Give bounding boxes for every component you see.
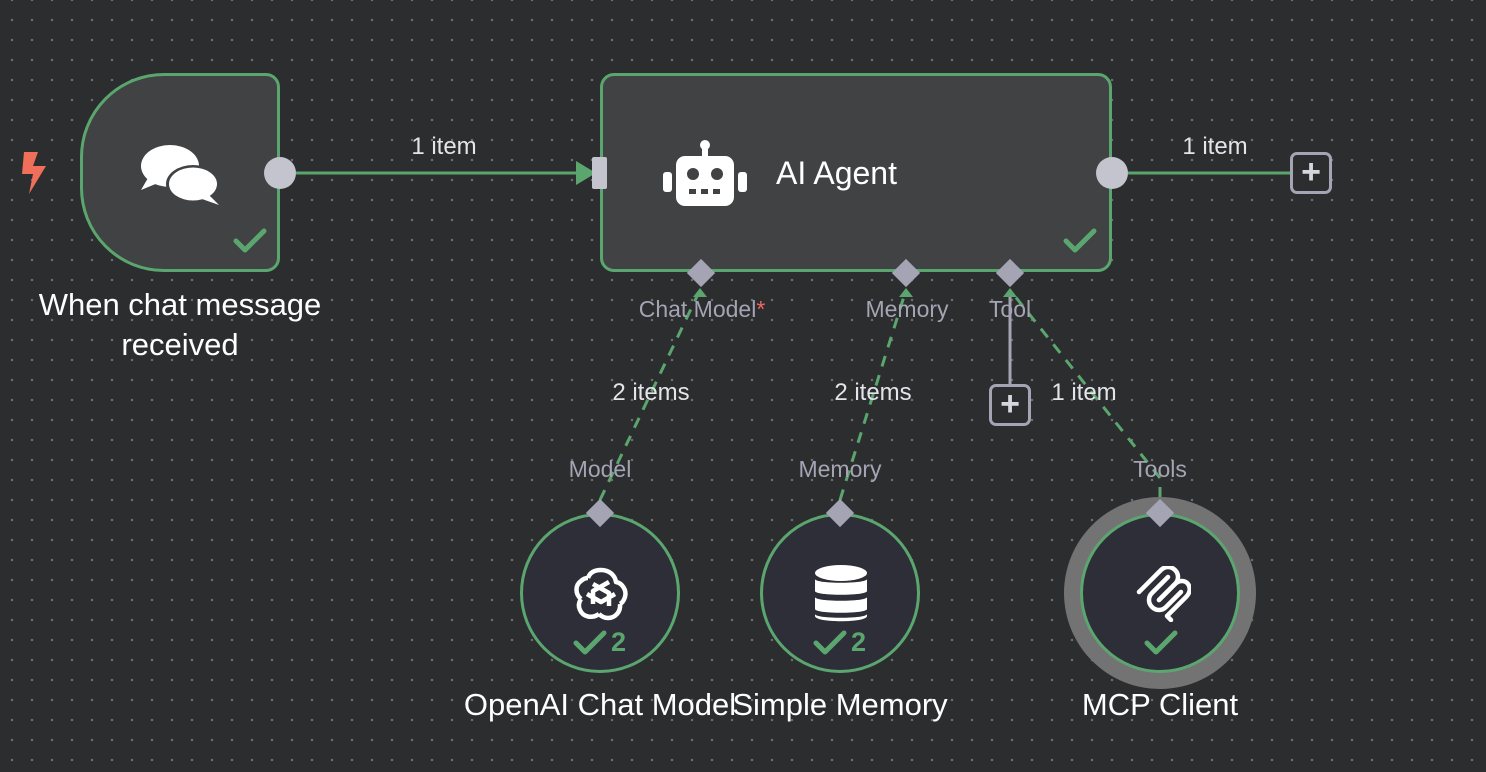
edge-label-tool: 1 item <box>1051 379 1117 406</box>
mcp-client-node[interactable] <box>1080 513 1240 673</box>
trigger-title-line-1: When chat message <box>38 287 322 322</box>
mcp-output-label: Tools <box>1133 456 1187 482</box>
edge-label-memory: 2 items <box>834 379 912 406</box>
memory-output-handle[interactable] <box>823 496 857 530</box>
success-check-icon <box>813 630 847 655</box>
connection-memory[interactable] <box>838 289 908 501</box>
success-check-icon <box>573 630 607 655</box>
mcp-node-title: MCP Client <box>1081 687 1239 722</box>
tool-handle[interactable] <box>993 256 1027 290</box>
openai-output-label: Model <box>568 456 632 482</box>
openai-icon <box>574 567 628 621</box>
trigger-title-line-2: received <box>121 327 239 362</box>
run-count-badge: 2 <box>851 627 867 657</box>
trigger-bolt-icon <box>22 152 46 194</box>
required-marker: * <box>756 296 766 322</box>
edge-label-trigger-agent: 1 item <box>411 133 477 160</box>
memory-output-label: Memory <box>798 456 882 482</box>
edge-label-agent-output: 1 item <box>1182 133 1248 160</box>
ai-agent-title: AI Agent <box>776 155 897 191</box>
add-next-node-button[interactable]: + <box>1290 152 1332 194</box>
arrow-tip-icon <box>899 288 913 297</box>
chat-model-handle[interactable] <box>684 256 718 290</box>
tool-handle-label: Tool <box>988 296 1032 322</box>
agent-output-handle[interactable] <box>1095 156 1129 190</box>
memory-handle[interactable] <box>889 256 923 290</box>
connection-mcp-tool[interactable] <box>1008 289 1162 498</box>
trigger-output-handle[interactable] <box>263 156 297 190</box>
mcp-icon <box>1136 566 1191 622</box>
ai-agent-node[interactable] <box>600 73 1112 272</box>
robot-icon <box>663 140 747 206</box>
agent-input-handle[interactable] <box>592 157 607 189</box>
run-count-badge: 2 <box>611 627 627 657</box>
memory-node-title: Simple Memory <box>732 687 948 722</box>
edge-label-model: 2 items <box>612 379 690 406</box>
mcp-output-handle[interactable] <box>1143 496 1177 530</box>
arrow-tip-icon <box>693 288 707 297</box>
simple-memory-node[interactable]: 2 <box>760 513 920 673</box>
arrow-tip-icon <box>1003 288 1017 297</box>
openai-chat-model-node[interactable]: 2 <box>520 513 680 673</box>
success-check-icon <box>1063 228 1097 253</box>
memory-handle-label: Memory <box>865 296 949 322</box>
trigger-node[interactable] <box>80 73 280 272</box>
openai-node-title: OpenAI Chat Model <box>463 687 737 722</box>
add-tool-button[interactable]: + <box>989 384 1031 426</box>
success-check-icon <box>1144 630 1178 655</box>
trigger-node-title: When chat message received <box>20 285 340 365</box>
success-check-icon <box>233 228 267 253</box>
database-icon <box>815 565 867 622</box>
chat-model-handle-label: Chat Model* <box>639 294 766 324</box>
openai-output-handle[interactable] <box>583 496 617 530</box>
chat-model-label-text: Chat Model <box>638 296 757 322</box>
connection-arrow-icon <box>576 161 596 185</box>
chat-bubbles-icon <box>141 145 220 205</box>
